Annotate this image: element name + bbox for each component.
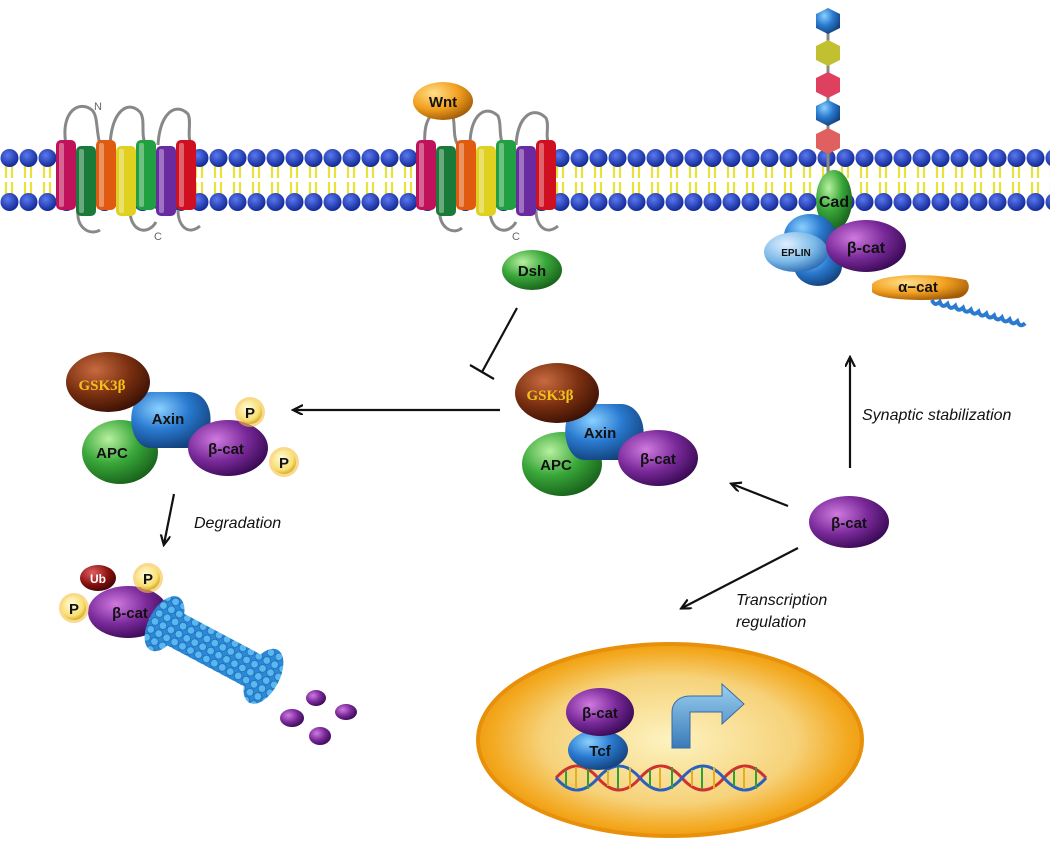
axin-label-left: Axin [152,411,185,428]
gsk-protein-left [66,352,150,412]
n-terminus-label: N [94,101,102,113]
gsk-label-left: GSK3β [78,378,125,394]
cad-protein [816,170,852,230]
degradation-arrow [164,493,176,544]
bcat-complex-center [618,430,698,486]
gsk-label-center: GSK3β [526,388,573,404]
actin-filament [930,298,1027,328]
cadherin-domain-5 [816,128,840,154]
c-terminus-label: C [154,231,162,243]
degradation-caption: Degradation [194,515,281,532]
gsk-protein-center [515,363,599,423]
bcat-to-complex-arrow [732,484,789,508]
degraded-fragments [280,690,357,745]
tcf-label: Tcf [589,743,611,760]
cad-label: Cad [819,194,849,211]
ub-label: Ub [90,572,106,586]
cadherin-domain-2 [816,40,840,66]
acat-label: α−cat [898,279,938,296]
bcat-label-center: β-cat [640,451,676,468]
cadherin-domain-3 [816,72,840,98]
apc-label-left: APC [96,445,128,462]
transcription-arrow-icon [671,682,745,749]
bcat-complex-left [188,420,268,476]
dsh-label: Dsh [518,263,546,280]
proteasome [144,596,284,704]
phospho-3: P [133,563,163,593]
phospho-label-4: P [69,601,79,618]
dsh-protein: Dsh [502,250,562,290]
bcat-nuclear-label: β-cat [582,705,618,722]
nucleus [476,642,864,838]
phospho-label-2: P [279,455,289,472]
bcat-membrane-label: β-cat [847,240,886,257]
phospho-2: P [269,447,299,477]
eplin-label: EPLIN [781,248,810,259]
frizzled-receptor-left: N C [56,101,201,243]
ub-protein [80,565,116,591]
bcat-to-nucleus-arrow [682,547,799,608]
transcription-caption-2: regulation [736,614,806,631]
bcat-membrane [826,220,906,272]
cadherin-domain-1 [816,8,840,34]
eplin-protein [764,232,828,272]
cadherin-complex: Cad EPLIN β-cat α−cat [764,8,1027,328]
bcat-label-left: β-cat [208,441,244,458]
destruction-complex-center: GSK3β Axin APC β-cat [515,363,698,496]
bcat-nuclear: β-cat [566,688,634,736]
apc-label-center: APC [540,457,572,474]
destruction-complex-left: GSK3β Axin APC β-cat P P [66,352,299,484]
wnt-ligand: Wnt [413,82,473,120]
phospho-1: P [235,397,265,427]
wnt-label: Wnt [429,94,457,111]
inhibition-arrow [469,307,518,380]
phospho-4: P [59,593,89,623]
bcat-free-label: β-cat [831,515,867,532]
frizzled-receptor-center: C [416,108,559,243]
bcat-free: β-cat [809,496,889,548]
alpha-cat-protein [872,275,969,300]
transcription-caption-1: Transcription [736,592,827,609]
c-terminus-label-2: C [512,231,520,243]
dna-helix [554,764,768,792]
synaptic-caption: Synaptic stabilization [862,407,1012,424]
phospho-label-1: P [245,405,255,422]
phospho-label-3: P [143,571,153,588]
axin-protein-left [131,392,211,448]
bcat-degrading-label: β-cat [112,605,148,622]
tcf-protein: Tcf [568,730,628,770]
axin-label-center: Axin [584,425,617,442]
cadherin-domain-4 [816,100,840,126]
